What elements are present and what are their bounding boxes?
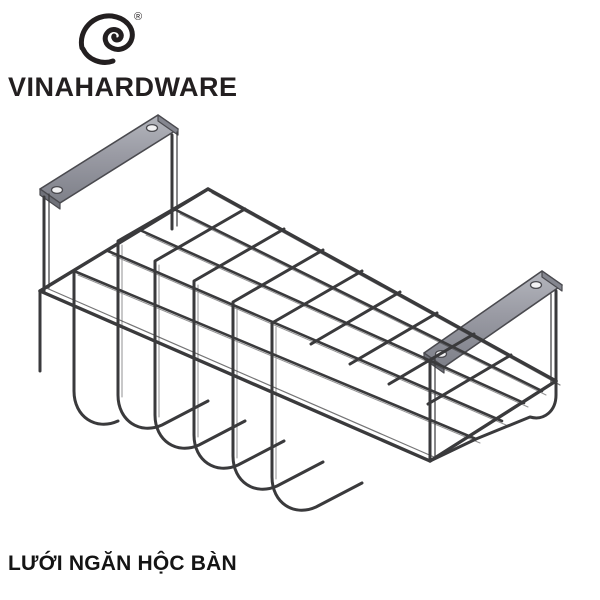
mounting-bracket-left: [39, 114, 179, 293]
registered-mark: ®: [134, 11, 142, 23]
product-caption: LƯỚI NGĂN HỘC BÀN: [8, 552, 237, 575]
basket-cross-ribs: [116, 187, 513, 512]
basket-right-returns: [428, 379, 558, 463]
brand-header: ® VINAHARDWARE: [0, 0, 600, 110]
under-desk-wire-basket-drawer-icon: [0, 95, 600, 515]
brand-name: VINAHARDWARE: [8, 72, 238, 102]
basket-left-returns: [38, 269, 120, 426]
vinahardware-spiral-logo-icon: ®: [72, 8, 144, 70]
basket-longitudinal-wires: [72, 208, 544, 441]
